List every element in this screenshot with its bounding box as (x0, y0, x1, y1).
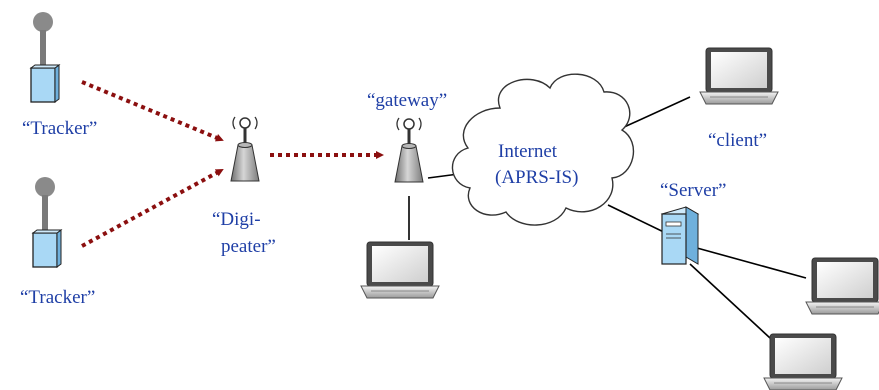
wire-server-laptop-bottom (689, 263, 771, 339)
laptop-icon (360, 241, 440, 299)
gateway-label: “gateway” (367, 90, 447, 111)
cloud-icon (451, 73, 635, 226)
tracker-top (30, 11, 60, 103)
client-laptop (699, 47, 779, 105)
tracker-icon (30, 11, 60, 103)
digipeater-label-line2: peater” (221, 236, 276, 257)
server (660, 206, 700, 265)
digipeater-icon (229, 115, 261, 183)
internet-label-line2: (APRS-IS) (495, 167, 578, 188)
tracker-bottom-label: “Tracker” (20, 287, 95, 308)
laptop-icon (805, 257, 879, 315)
tracker-top-label: “Tracker” (22, 118, 97, 139)
laptop-icon (699, 47, 779, 105)
digipeater (229, 115, 261, 183)
gateway (393, 116, 425, 184)
internet-label-line1: Internet (498, 141, 558, 162)
radio-links (81, 80, 384, 248)
server-laptop-right (805, 257, 879, 315)
wired-links (408, 96, 807, 339)
client-label: “client” (708, 130, 767, 151)
gateway-icon (393, 116, 425, 184)
server-label: “Server” (660, 180, 726, 201)
radio-link-tracker-top (81, 80, 224, 142)
tracker-bottom (32, 176, 62, 268)
wire-server-laptop-right (696, 247, 807, 279)
wire-internet-server (607, 204, 673, 237)
wire-internet-client (621, 96, 691, 129)
server-laptop-bottom (763, 333, 843, 390)
gateway-laptop (360, 241, 440, 299)
digipeater-label-line1: “Digi- (212, 209, 261, 230)
laptop-icon (763, 333, 843, 390)
server-icon (660, 206, 700, 265)
internet-cloud: Internet (APRS-IS) (451, 73, 635, 226)
tracker-icon (32, 176, 62, 268)
radio-link-tracker-bottom (81, 168, 224, 248)
